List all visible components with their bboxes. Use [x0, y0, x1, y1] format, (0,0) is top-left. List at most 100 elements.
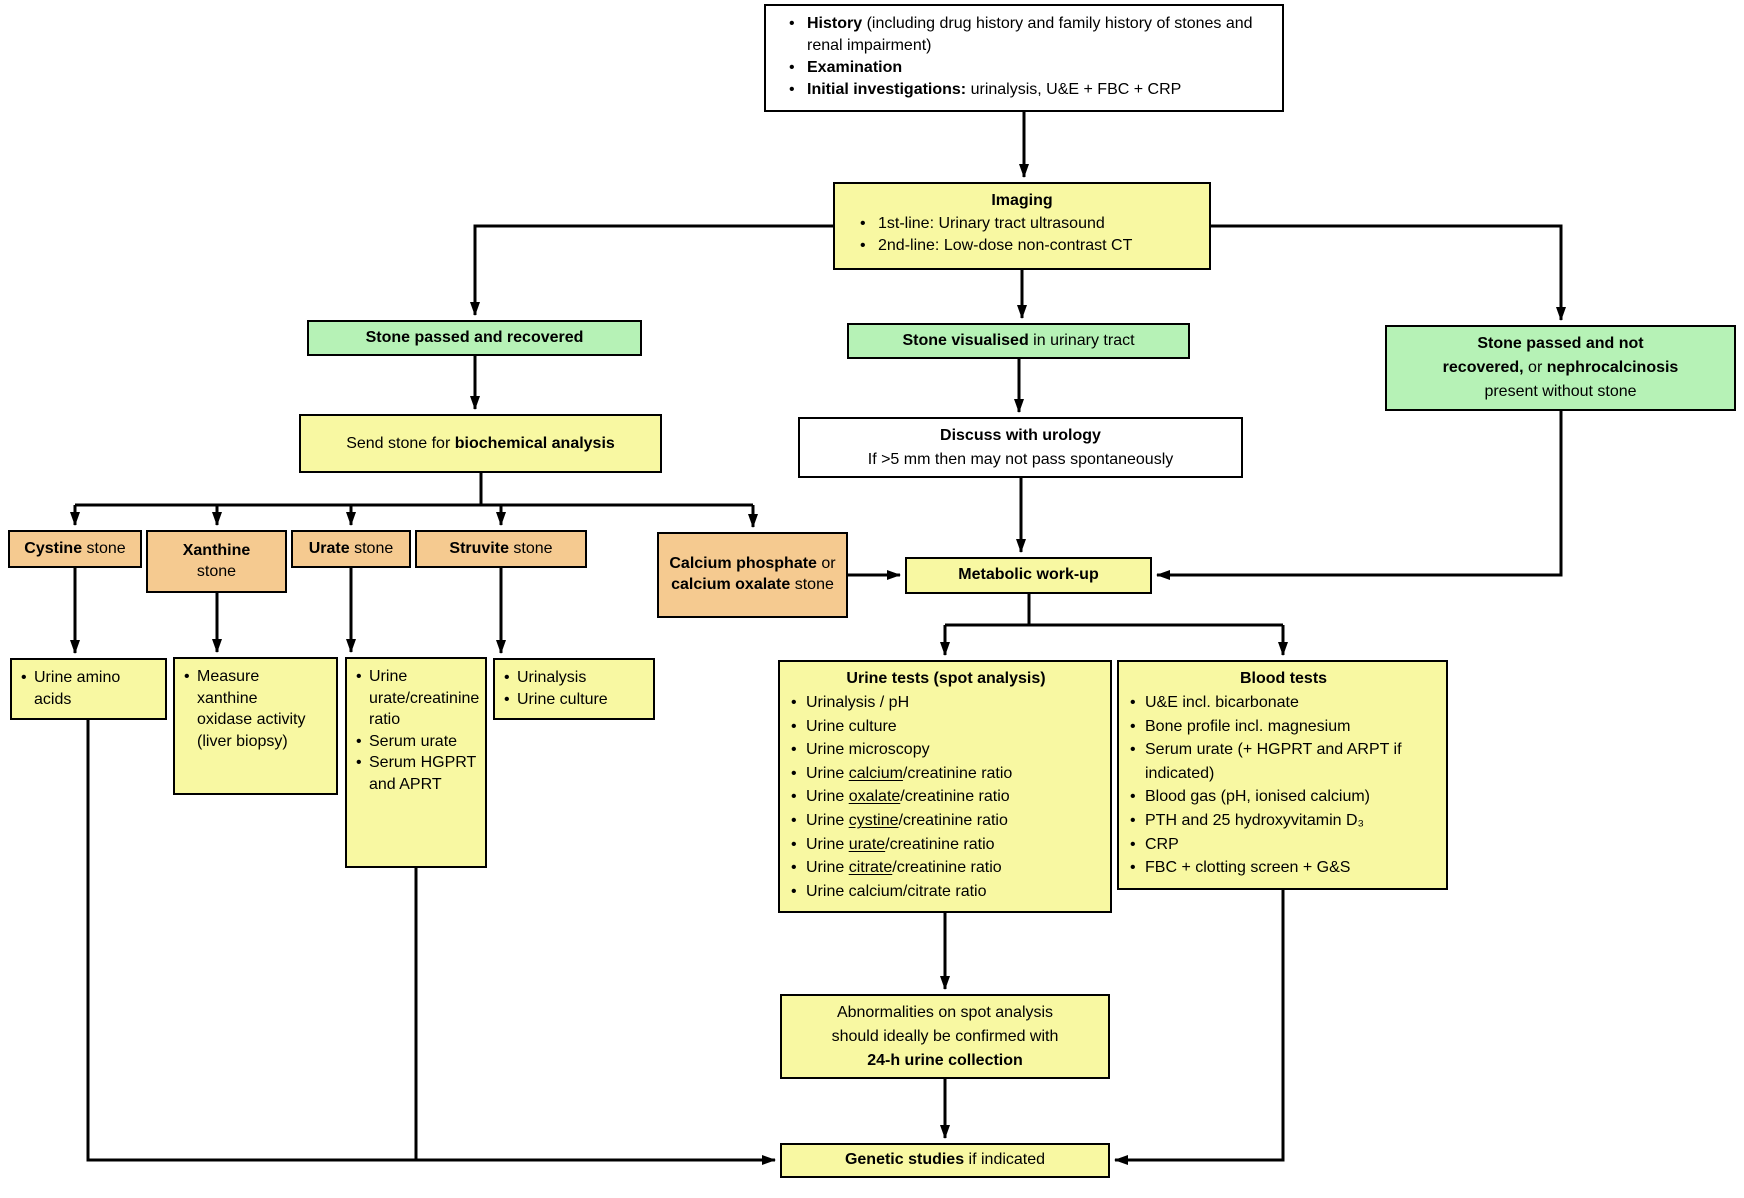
regular-text: stone — [196, 562, 237, 580]
node-struvite-tests: Urinalysis Urine culture — [493, 658, 655, 720]
connector-blood-to-genetic — [1114, 890, 1285, 1165]
regular-text: urinalysis, U&E + FBC + CRP — [966, 81, 1182, 98]
regular-text: Urine — [806, 835, 849, 853]
regular-text: Urine — [806, 859, 849, 877]
node-label: Urate stone — [309, 539, 394, 560]
node-genetic-studies: Genetic studies if indicated — [780, 1143, 1110, 1178]
node-struvite-stone: Struvite stone — [415, 530, 587, 568]
node-label: Struvite stone — [449, 539, 552, 560]
node-label: Stone passed and recovered — [366, 328, 584, 349]
node-label-line: If >5 mm then may not pass spontaneously — [867, 450, 1174, 468]
node-stone-not-recovered: Stone passed and not recovered, or nephr… — [1385, 325, 1736, 411]
node-label-line: 24-h urine collection — [867, 1049, 1023, 1073]
node-label-line: present without stone — [1484, 383, 1637, 400]
bold-text: calcium oxalate — [671, 576, 791, 593]
imaging-bullet-list: 1st-line: Urinary tract ultrasound 2nd-l… — [845, 213, 1199, 257]
list-item: Urine culture — [503, 689, 647, 711]
list-item: Initial investigations: urinalysis, U&E … — [774, 79, 1274, 101]
node-label-line: should ideally be confirmed with — [831, 1027, 1059, 1045]
list-item: Urine citrate/creatinine ratio — [790, 856, 1102, 880]
list-item: Serum urate — [355, 731, 481, 753]
connector-notrecovered-to-metabolic — [1156, 411, 1563, 580]
regular-text: stone — [82, 539, 126, 557]
node-title: Imaging — [991, 192, 1053, 209]
node-blood-tests: Blood tests U&E incl. bicarbonate Bone p… — [1117, 660, 1448, 890]
regular-text: /creatinine ratio — [892, 859, 1002, 877]
list-item: Urine cystine/creatinine ratio — [790, 809, 1102, 833]
regular-text: /creatinine ratio — [898, 811, 1008, 829]
node-imaging: Imaging 1st-line: Urinary tract ultrasou… — [833, 182, 1211, 270]
struvite-tests-list: Urinalysis Urine culture — [503, 667, 647, 710]
regular-text: Send stone for — [346, 434, 455, 452]
list-item: Urine amino acids — [20, 667, 159, 710]
node-stone-passed-recovered: Stone passed and recovered — [307, 320, 642, 356]
underlined-text: citrate — [848, 859, 893, 877]
bold-text: Calcium phosphate — [669, 555, 817, 573]
node-label-line: recovered, or nephrocalcinosis — [1443, 356, 1679, 380]
node-xanthine-tests: Measure xanthine oxidase activity (liver… — [173, 657, 338, 795]
bold-text: recovered, — [1442, 359, 1524, 376]
bold-text: Urate — [308, 539, 350, 557]
list-item: Bone profile incl. magnesium — [1129, 715, 1438, 739]
node-cystine-tests: Urine amino acids — [10, 658, 167, 720]
bold-text: Xanthine — [182, 541, 251, 559]
regular-text: if indicated — [964, 1151, 1046, 1169]
list-item: Urine urate/creatinine ratio — [790, 833, 1102, 857]
node-label-line: Abnormalities on spot analysis — [836, 1003, 1054, 1021]
blood-tests-list: U&E incl. bicarbonate Bone profile incl.… — [1129, 691, 1438, 880]
list-item: History (including drug history and fami… — [774, 13, 1274, 57]
bold-text: Stone passed and recovered — [365, 328, 584, 346]
bold-text: nephrocalcinosis — [1546, 359, 1679, 376]
list-item: Blood gas (pH, ionised calcium) — [1129, 785, 1438, 809]
bold-text: Examination — [807, 59, 903, 76]
node-urine-tests: Urine tests (spot analysis) Urinalysis /… — [778, 660, 1112, 913]
bold-text: Initial investigations: — [807, 81, 967, 98]
node-label: Send stone for biochemical analysis — [346, 432, 615, 456]
bold-text: biochemical analysis — [454, 434, 615, 452]
regular-text: or — [816, 555, 836, 573]
bold-text: History — [807, 15, 863, 32]
node-label-line: Stone passed and not — [1477, 332, 1643, 356]
regular-text: Urine — [806, 764, 849, 782]
cystine-tests-list: Urine amino acids — [20, 667, 159, 710]
list-item: FBC + clotting screen + G&S — [1129, 856, 1438, 880]
regular-text: Urine — [806, 788, 849, 806]
node-urate-stone: Urate stone — [291, 530, 411, 568]
urate-tests-list: Urine urate/creatinine ratio Serum urate… — [355, 666, 481, 795]
list-item: CRP — [1129, 833, 1438, 857]
list-item: Serum urate (+ HGPRT and ARPT if indicat… — [1129, 738, 1438, 785]
node-title: Blood tests — [1239, 670, 1328, 687]
regular-text: stone — [790, 576, 834, 593]
underlined-text: oxalate — [848, 788, 901, 806]
bold-text: Stone passed and not — [1477, 335, 1644, 352]
list-item: Measure xanthine oxidase activity (liver… — [183, 666, 312, 752]
urine-tests-list: Urinalysis / pH Urine culture Urine micr… — [790, 691, 1102, 903]
node-label: Calcium phosphate or calcium oxalate sto… — [669, 554, 836, 596]
bold-text: Struvite — [449, 539, 509, 557]
node-label: Cystine stone — [24, 539, 125, 560]
regular-text: /creatinine ratio — [900, 788, 1010, 806]
connector-amino-to-genetic — [86, 720, 776, 1165]
list-item: Urinalysis / pH — [790, 691, 1102, 715]
list-item: Urinalysis — [503, 667, 647, 689]
node-abnormalities: Abnormalities on spot analysis should id… — [780, 994, 1110, 1079]
regular-text: Urine — [806, 811, 849, 829]
node-label: Stone visualised in urinary tract — [902, 331, 1134, 352]
list-item: Urine urate/creatinine ratio — [355, 666, 481, 731]
list-item: PTH and 25 hydroxyvitamin D₃ — [1129, 809, 1438, 833]
regular-text: stone — [508, 539, 553, 557]
bold-text: Metabolic work-up — [958, 566, 1099, 584]
regular-text: Urine calcium/citrate ratio — [806, 882, 987, 900]
underlined-text: calcium — [848, 764, 903, 782]
underlined-text: cystine — [848, 811, 899, 829]
list-item: Urine microscopy — [790, 738, 1102, 762]
list-item: Urine culture — [790, 715, 1102, 739]
list-item: Urine calcium/creatinine ratio — [790, 762, 1102, 786]
regular-text: /creatinine ratio — [902, 764, 1013, 782]
node-urate-tests: Urine urate/creatinine ratio Serum urate… — [345, 657, 487, 868]
bold-text: Stone visualised — [902, 331, 1029, 349]
node-stone-visualised: Stone visualised in urinary tract — [847, 323, 1190, 359]
regular-text: in urinary tract — [1028, 331, 1135, 349]
